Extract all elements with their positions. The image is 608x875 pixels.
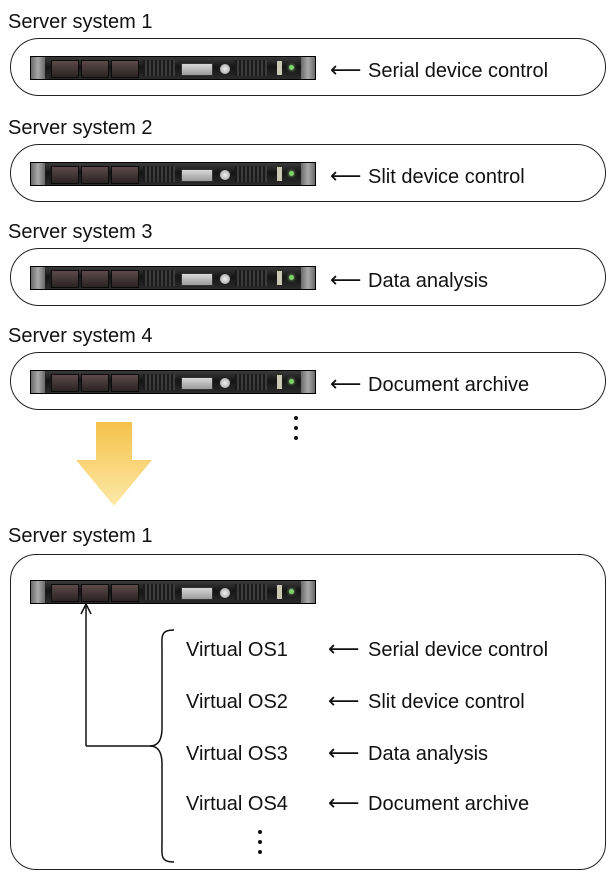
server-system-title: Server system 2 — [8, 117, 153, 139]
virtual-task-label: Serial device control — [368, 639, 549, 661]
server-system-frame — [10, 144, 606, 202]
virtual-os-label: Virtual OS1 — [186, 639, 288, 661]
virtual-task-label: Document archive — [368, 793, 530, 815]
curly-brace-icon — [149, 629, 175, 863]
server-system-title: Server system 1 — [8, 11, 153, 33]
down-arrow-icon — [76, 422, 152, 506]
server-task-label: Document archive — [368, 374, 530, 396]
server-rack-icon — [30, 266, 316, 290]
left-arrow-icon: ⟵ — [330, 371, 362, 396]
virtual-os-label: Virtual OS3 — [186, 743, 288, 765]
virtual-task-label: Data analysis — [368, 743, 489, 765]
virtual-os-label: Virtual OS4 — [186, 793, 288, 815]
virtual-os-label: Virtual OS2 — [186, 691, 288, 713]
server-system-frame — [10, 248, 606, 306]
server-rack-icon — [30, 580, 316, 604]
left-arrow-icon: ⟵ — [328, 636, 360, 661]
server-system-frame — [10, 352, 606, 410]
left-arrow-icon: ⟵ — [328, 790, 360, 815]
vertical-ellipsis-icon — [294, 416, 300, 446]
consolidated-system-title: Server system 1 — [8, 525, 153, 547]
server-task-label: Data analysis — [368, 270, 489, 292]
server-task-label: Serial device control — [368, 60, 549, 82]
server-rack-icon — [30, 56, 316, 80]
vertical-ellipsis-icon — [258, 830, 264, 860]
server-system-title: Server system 3 — [8, 221, 153, 243]
left-arrow-icon: ⟵ — [328, 688, 360, 713]
left-arrow-icon: ⟵ — [330, 267, 362, 292]
connector-lines — [80, 602, 175, 863]
consolidated-system-frame — [10, 554, 606, 870]
server-system-frame — [10, 38, 606, 96]
server-system-title: Server system 4 — [8, 325, 153, 347]
server-task-label: Slit device control — [368, 166, 525, 188]
left-arrow-icon: ⟵ — [328, 740, 360, 765]
virtual-task-label: Slit device control — [368, 691, 525, 713]
left-arrow-icon: ⟵ — [330, 57, 362, 82]
server-rack-icon — [30, 370, 316, 394]
left-arrow-icon: ⟵ — [330, 163, 362, 188]
server-rack-icon — [30, 162, 316, 186]
